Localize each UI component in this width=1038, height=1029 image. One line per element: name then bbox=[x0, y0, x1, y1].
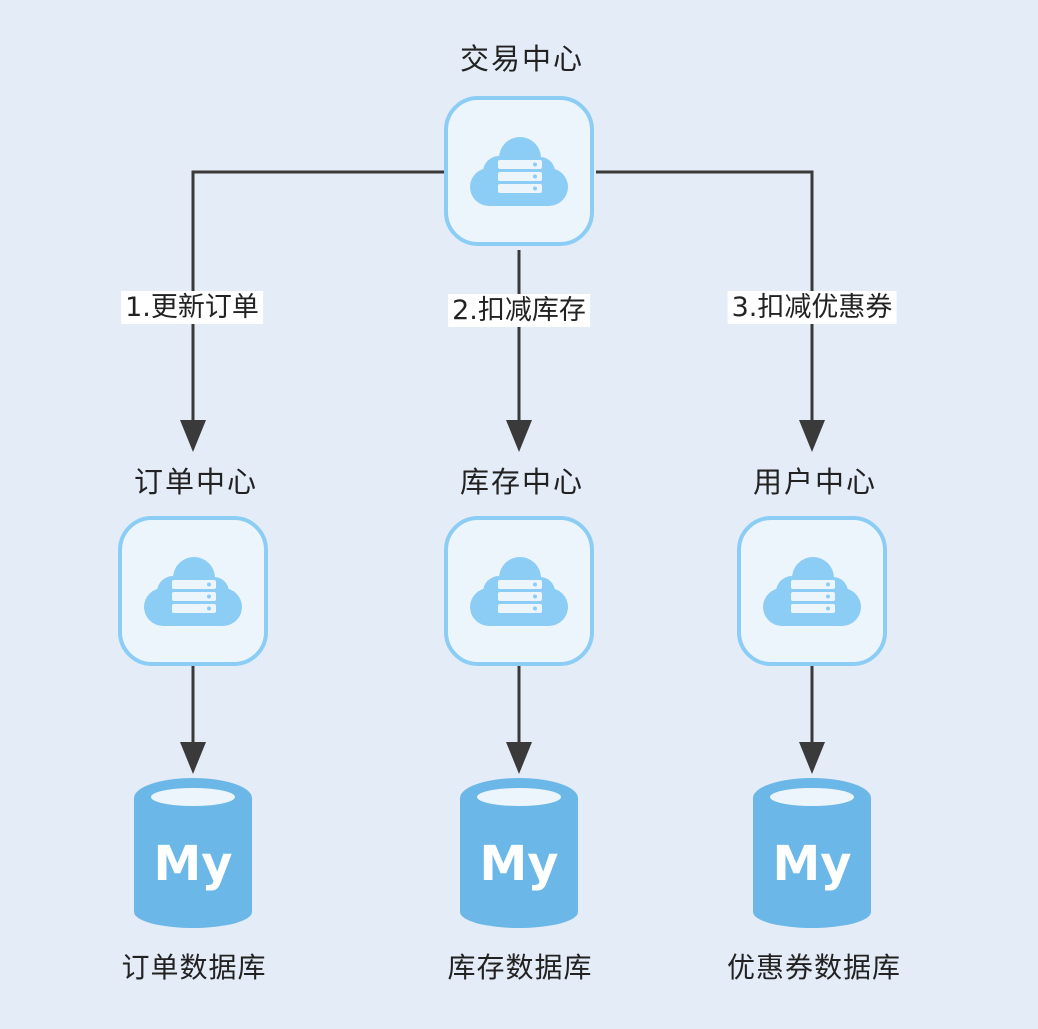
edge-trade-to-user bbox=[596, 170, 814, 425]
cloud-server-icon bbox=[470, 557, 568, 626]
arrowhead-inventory-db bbox=[506, 742, 532, 774]
trade-center-title: 交易中心 bbox=[459, 42, 585, 76]
edge-label-update-order: 1.更新订单 bbox=[121, 291, 263, 324]
inventory-db-node[interactable]: My bbox=[458, 776, 580, 930]
order-db-title: 订单数据库 bbox=[121, 951, 267, 984]
coupon-db-node[interactable]: My bbox=[751, 776, 873, 930]
inventory-db-title: 库存数据库 bbox=[447, 951, 593, 984]
edge-trade-to-order bbox=[191, 170, 444, 425]
arrowhead-coupon-db bbox=[799, 742, 825, 774]
arrowhead-order-db bbox=[180, 742, 206, 774]
mysql-logo-text: My bbox=[772, 836, 851, 892]
coupon-db-title: 优惠券数据库 bbox=[726, 951, 902, 984]
user-center-title: 用户中心 bbox=[752, 465, 878, 499]
cloud-server-icon bbox=[763, 557, 861, 626]
arrowhead-inventory-center bbox=[506, 420, 532, 452]
order-db-node[interactable]: My bbox=[132, 776, 254, 930]
edge-label-deduct-coupon: 3.扣减优惠券 bbox=[727, 291, 897, 324]
user-center-node[interactable] bbox=[737, 516, 887, 666]
order-center-title: 订单中心 bbox=[133, 465, 259, 499]
inventory-center-title: 库存中心 bbox=[459, 465, 585, 499]
inventory-center-node[interactable] bbox=[444, 516, 594, 666]
mysql-database-icon: My bbox=[753, 778, 871, 928]
cloud-server-icon bbox=[470, 137, 568, 206]
mysql-database-icon: My bbox=[460, 778, 578, 928]
order-center-node[interactable] bbox=[118, 516, 268, 666]
trade-center-node[interactable] bbox=[444, 96, 594, 246]
edge-label-deduct-inventory: 2.扣减库存 bbox=[448, 294, 590, 327]
arrowhead-user-center bbox=[799, 420, 825, 452]
mysql-logo-text: My bbox=[479, 836, 558, 892]
mysql-logo-text: My bbox=[153, 836, 232, 892]
mysql-database-icon: My bbox=[134, 778, 252, 928]
cloud-server-icon bbox=[144, 557, 242, 626]
arrowhead-order-center bbox=[180, 420, 206, 452]
